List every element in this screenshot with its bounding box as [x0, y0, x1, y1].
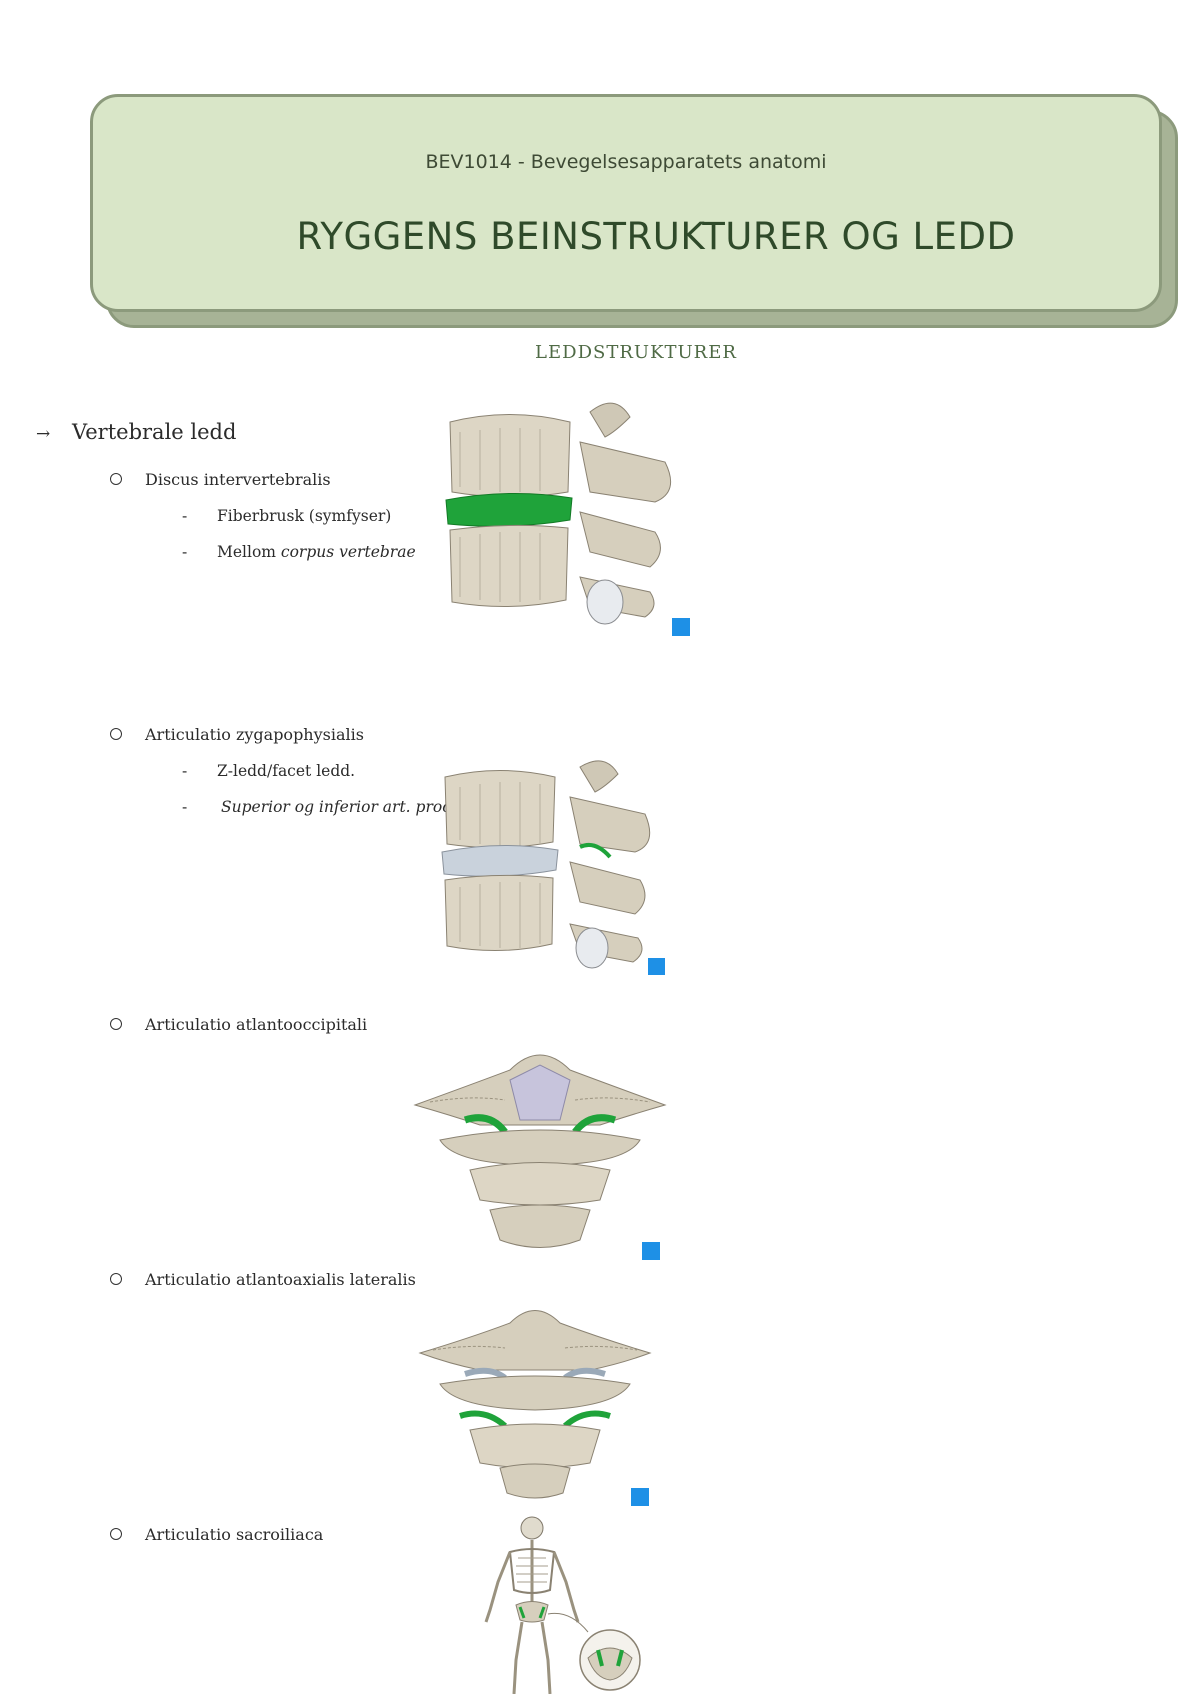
- sub-item-italic-text: Superior og inferior art. proc.: [221, 798, 456, 816]
- sub-item-italic-text: corpus vertebrae: [280, 543, 416, 561]
- sub-item-text: Mellom: [217, 543, 281, 561]
- outline-item-zygapophysialis: Articulatio zygapophysialis: [110, 725, 364, 744]
- sub-item-text: Z-ledd/facet ledd.: [217, 762, 356, 780]
- outline-item-label: Articulatio zygapophysialis: [145, 725, 364, 744]
- circle-outline-icon: [110, 1527, 122, 1540]
- figure-atlantooccipitali: [410, 1040, 670, 1265]
- figure-zygapophysialis: [440, 752, 680, 982]
- course-title: BEV1014 - Bevegelsesapparatets anatomi: [425, 151, 827, 173]
- figure-discus-intervertebralis: [440, 392, 700, 642]
- dash-icon: -: [182, 798, 188, 816]
- figure-atlantoaxialis-lateralis: [415, 1298, 655, 1513]
- outline-sub-item: - Z-ledd/facet ledd.: [182, 762, 355, 780]
- circle-outline-icon: [110, 1272, 122, 1285]
- dash-icon: -: [182, 543, 188, 561]
- kenhub-logo-icon: [642, 1242, 660, 1260]
- kenhub-logo-icon: [631, 1488, 649, 1506]
- outline-item-label: Articulatio atlantoaxialis lateralis: [145, 1270, 416, 1289]
- circle-outline-icon: [110, 727, 122, 740]
- sub-item-text: Fiberbrusk (symfyser): [217, 507, 392, 525]
- circle-outline-icon: [110, 472, 122, 485]
- page-title: RYGGENS BEINSTRUKTURER OG LEDD: [296, 215, 1016, 258]
- outline-item-label: Discus intervertebralis: [145, 470, 331, 489]
- outline-item-discus: Discus intervertebralis: [110, 470, 331, 489]
- figure-sacroiliaca: [470, 1510, 650, 1694]
- outline-item-label: Articulatio sacroiliaca: [145, 1525, 324, 1544]
- dash-icon: -: [182, 762, 188, 780]
- outline-sub-item: - Superior og inferior art. proc.: [182, 798, 456, 816]
- arrow-right-icon: →: [36, 424, 51, 444]
- dash-icon: -: [182, 507, 188, 525]
- kenhub-logo-icon: [672, 618, 690, 636]
- circle-outline-icon: [110, 1017, 122, 1030]
- outline-sub-item: - Mellom corpus vertebrae: [182, 543, 416, 561]
- outline-item-atlantooccipitali: Articulatio atlantooccipitali: [110, 1015, 367, 1034]
- header-card: BEV1014 - Bevegelsesapparatets anatomi R…: [90, 94, 1162, 312]
- outline-level1-item: → Vertebrale ledd: [36, 420, 236, 444]
- outline-item-label: Articulatio atlantooccipitali: [145, 1015, 368, 1034]
- kenhub-logo-icon: [648, 958, 665, 975]
- outline-item-atlantoaxialis: Articulatio atlantoaxialis lateralis: [110, 1270, 416, 1289]
- outline-level1-label: Vertebrale ledd: [72, 420, 237, 444]
- outline-item-sacroiliaca: Articulatio sacroiliaca: [110, 1525, 323, 1544]
- outline-sub-item: - Fiberbrusk (symfyser): [182, 507, 391, 525]
- section-title: LEDDSTRUKTURER: [535, 342, 737, 363]
